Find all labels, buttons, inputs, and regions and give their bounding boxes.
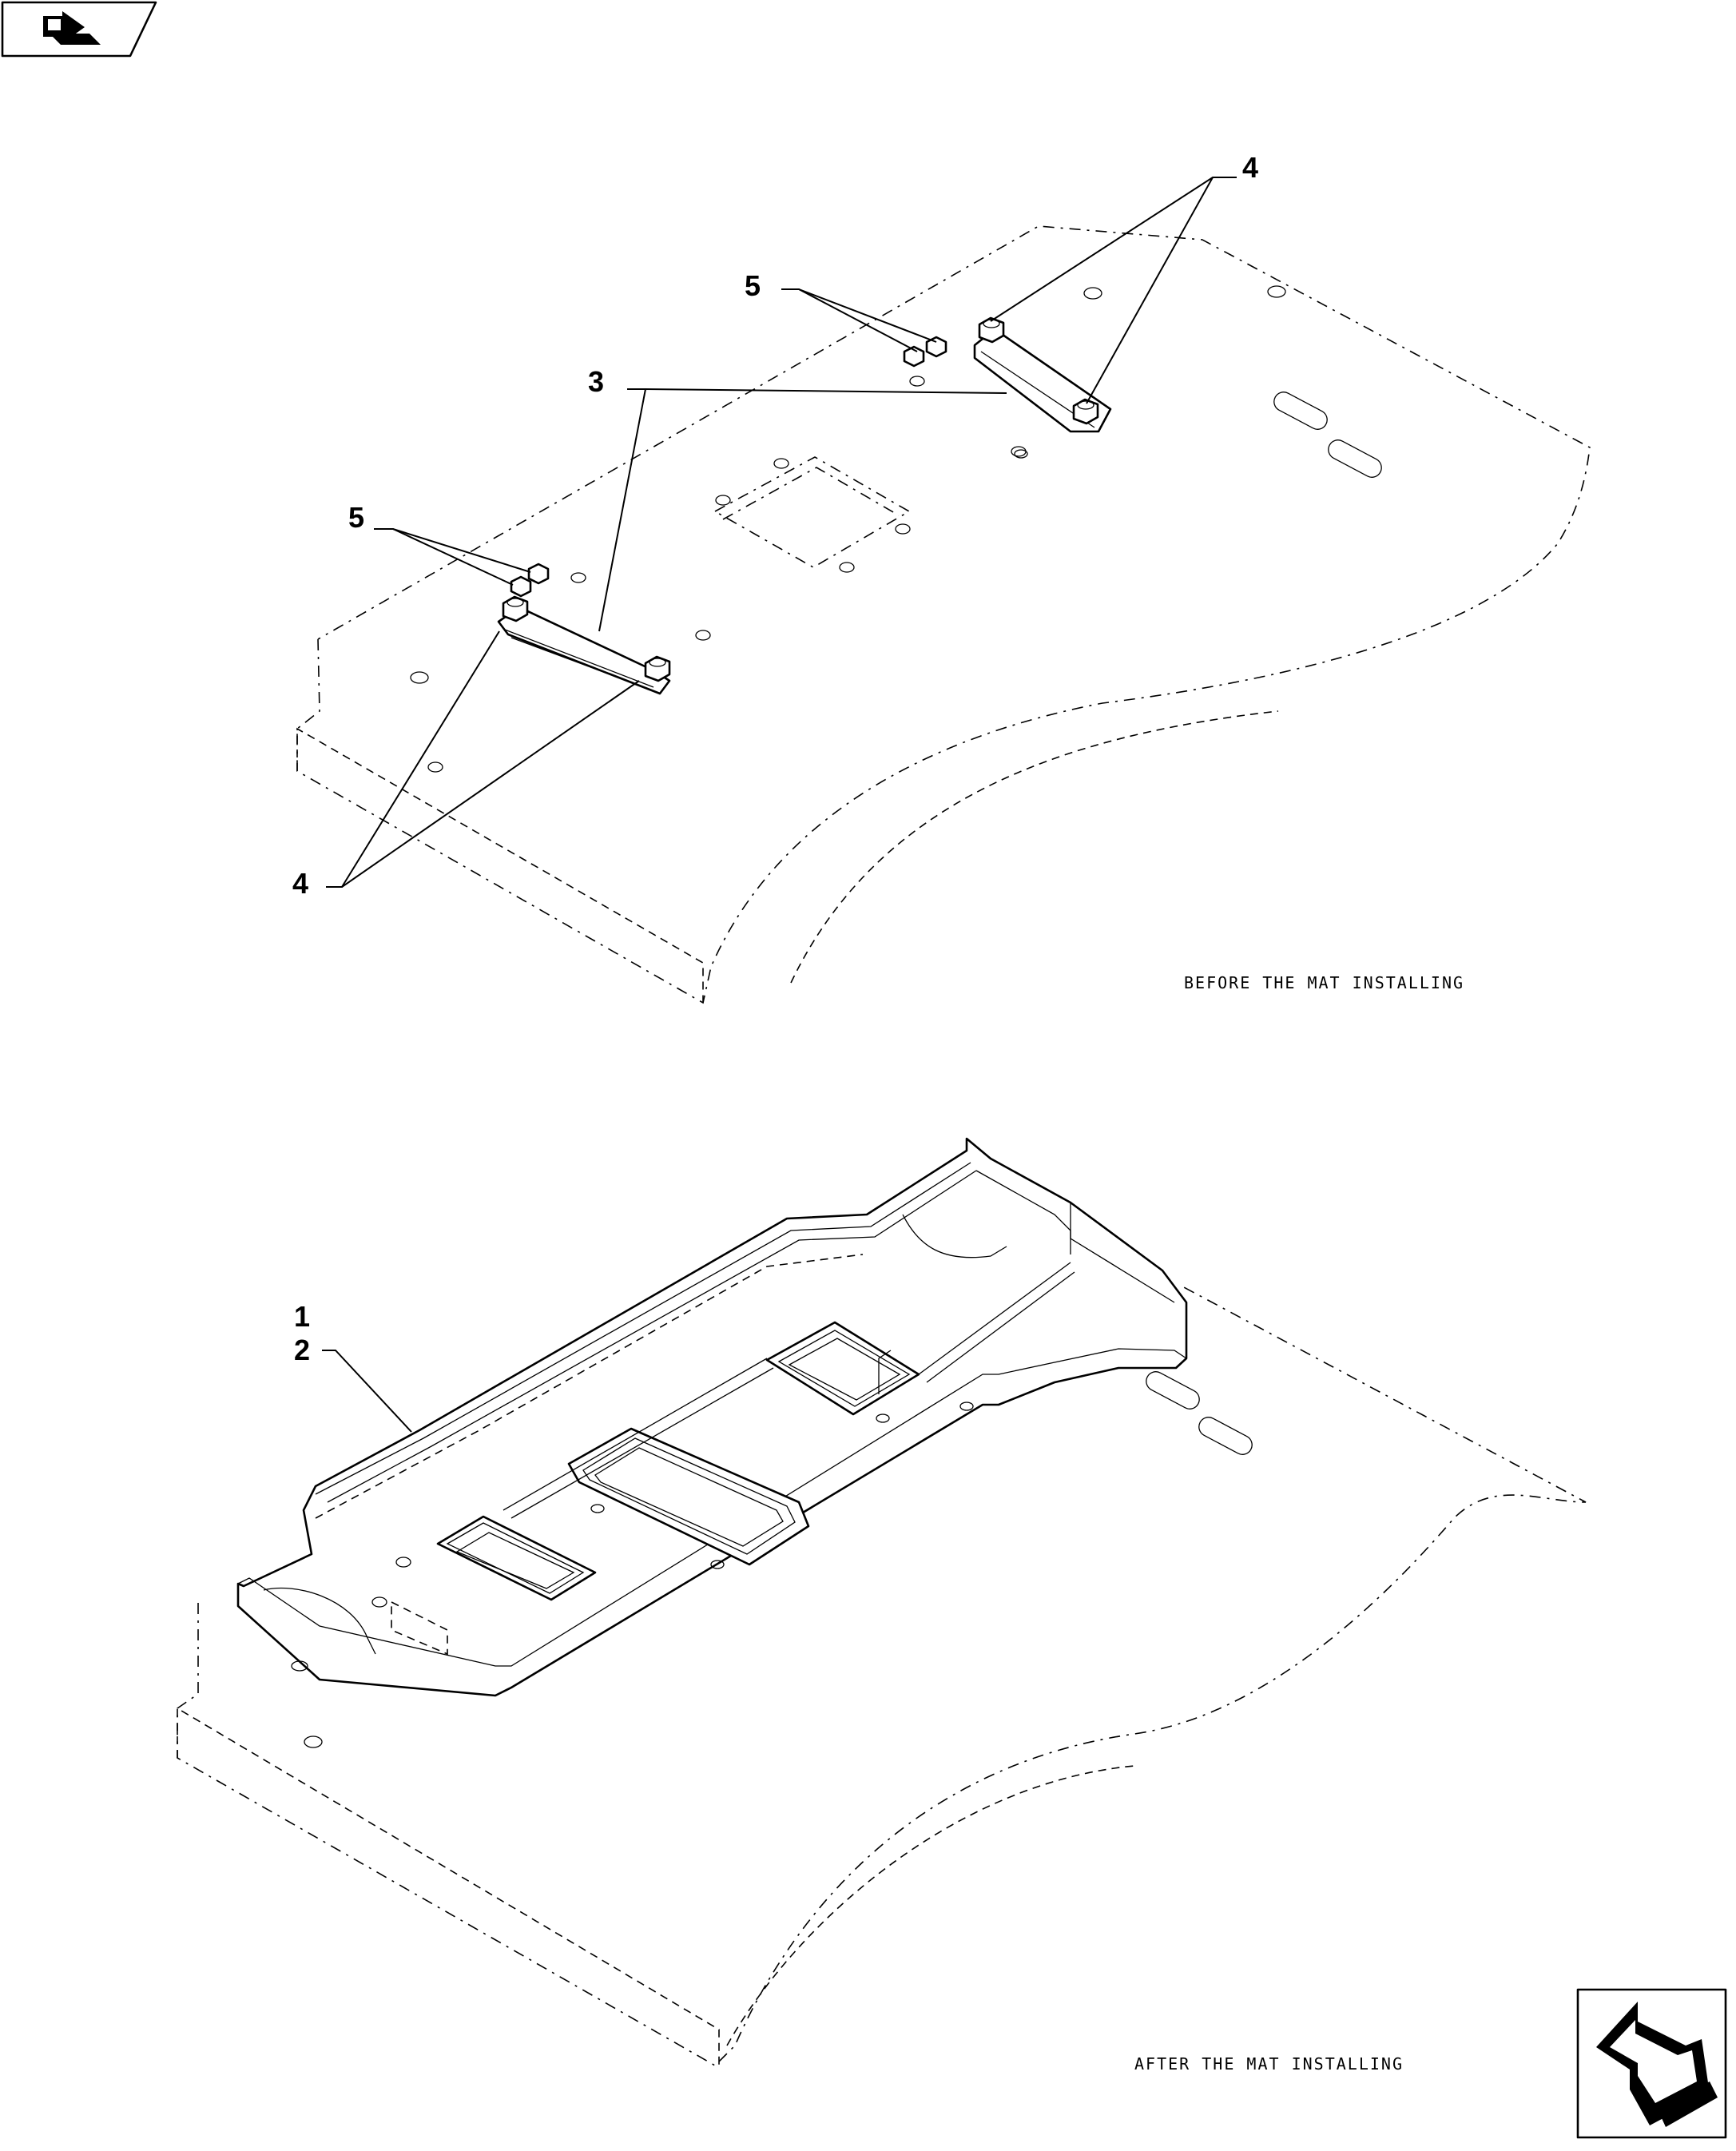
- bolt-lower-left: [502, 595, 529, 622]
- callout-2: 2: [294, 1334, 310, 1366]
- callout-1: 1: [294, 1300, 310, 1333]
- callout-5-mid: 5: [348, 501, 364, 534]
- caption-before: BEFORE THE MAT INSTALLING: [1184, 973, 1464, 992]
- callout-4-top: 4: [1242, 151, 1258, 184]
- nav-tab-top-left[interactable]: [1, 1, 157, 58]
- navigation-arrow-icon: [1596, 2002, 1718, 2127]
- bracket-upper: [973, 316, 1112, 433]
- bolt-lower-right: [644, 655, 671, 682]
- leaders-before: [326, 177, 1237, 888]
- floor-plate-before: [296, 225, 1591, 1004]
- nuts-lower: [510, 563, 550, 598]
- callout-4-bottom: 4: [292, 867, 308, 900]
- nuts-upper: [903, 336, 947, 368]
- navigation-arrow-icon: [43, 11, 101, 45]
- bracket-lower: [497, 595, 671, 695]
- bolt-upper-left: [978, 316, 1005, 344]
- callout-5-top: 5: [745, 269, 761, 302]
- floor-plate-after: [177, 1286, 1587, 2066]
- leader-1-2: [322, 1350, 412, 1433]
- floor-mat: [236, 1137, 1188, 1697]
- callout-3: 3: [588, 365, 604, 398]
- nav-box-bottom-right[interactable]: [1576, 1988, 1727, 2139]
- caption-after: AFTER THE MAT INSTALLING: [1134, 2054, 1404, 2073]
- bolt-upper-right: [1072, 398, 1099, 425]
